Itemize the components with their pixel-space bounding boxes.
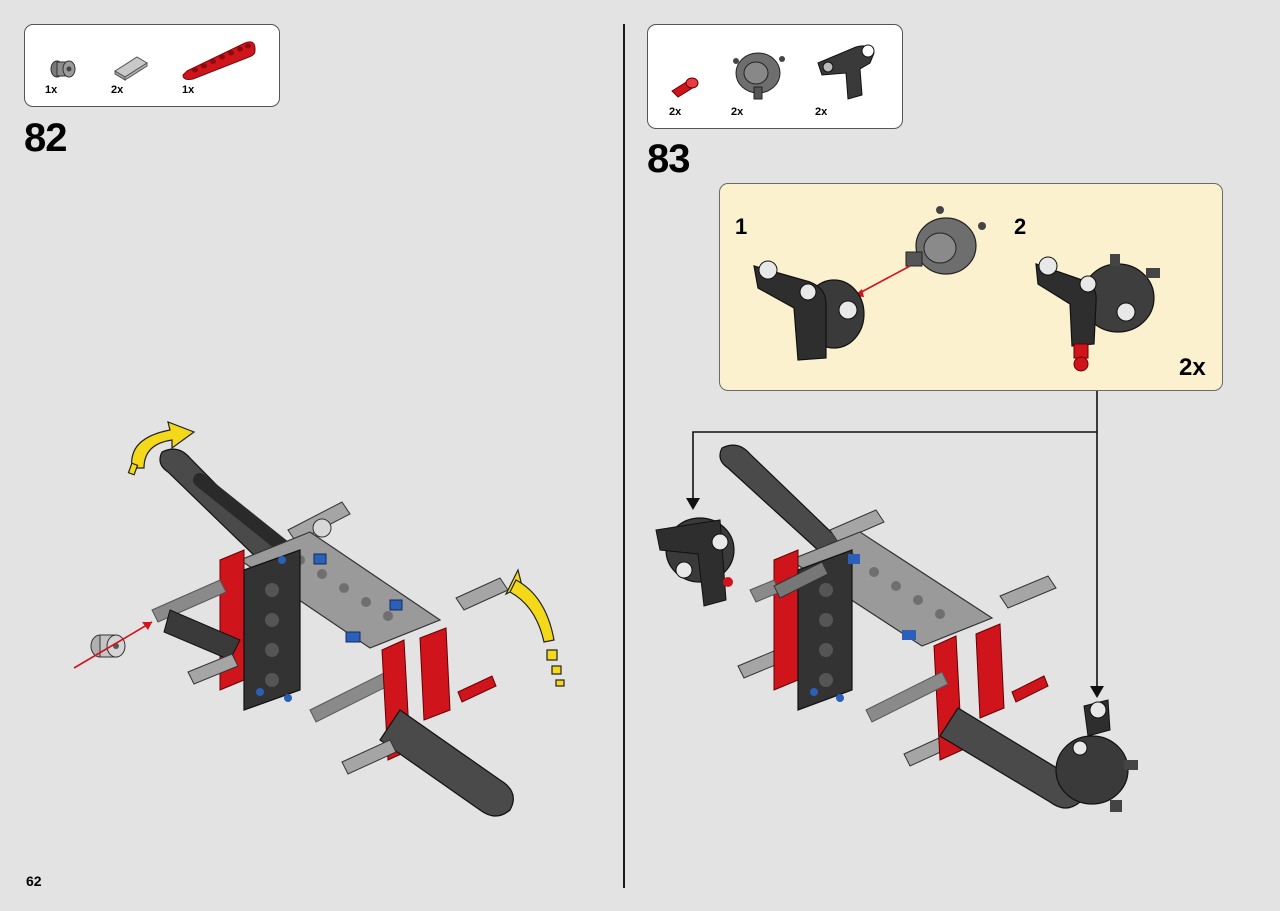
parts-list-step-82: 1x 2x 1x bbox=[24, 24, 280, 107]
rotate-arrow-icon-2 bbox=[504, 568, 565, 687]
part-qty-3: 1x bbox=[182, 84, 195, 96]
part-qty-1: 1x bbox=[45, 84, 58, 96]
step-number-83: 83 bbox=[647, 137, 690, 181]
bush-insert-icon bbox=[90, 634, 126, 658]
parts-list-step-83: 2x 2x 2x bbox=[647, 24, 903, 129]
substep-number-1: 1 bbox=[735, 214, 748, 239]
part-qty-1: 2x bbox=[669, 106, 682, 118]
substep-2-illustration bbox=[1035, 254, 1160, 372]
step-83-model-illustration bbox=[655, 444, 1138, 812]
bush-icon bbox=[50, 60, 76, 78]
rotate-arrow-icon bbox=[127, 421, 196, 476]
axle-connector-icon bbox=[114, 56, 148, 81]
step-number-82: 82 bbox=[24, 116, 67, 160]
beam-7-icon bbox=[182, 41, 256, 80]
substep-number-2: 2 bbox=[1014, 214, 1027, 239]
page-number: 62 bbox=[26, 873, 42, 889]
part-qty-2: 2x bbox=[111, 84, 124, 96]
subassembly-callout: 1 2 2x bbox=[719, 183, 1223, 391]
substep-1-illustration bbox=[753, 206, 986, 361]
part-qty-3: 2x bbox=[815, 106, 828, 118]
part-qty-2: 2x bbox=[731, 106, 744, 118]
hub-icon bbox=[733, 52, 785, 100]
pin-icon bbox=[671, 77, 699, 98]
step-82-model-illustration bbox=[73, 421, 565, 817]
steering-knuckle-icon bbox=[817, 44, 875, 100]
page-divider bbox=[623, 24, 625, 888]
subassembly-multiplier: 2x bbox=[1179, 354, 1206, 381]
